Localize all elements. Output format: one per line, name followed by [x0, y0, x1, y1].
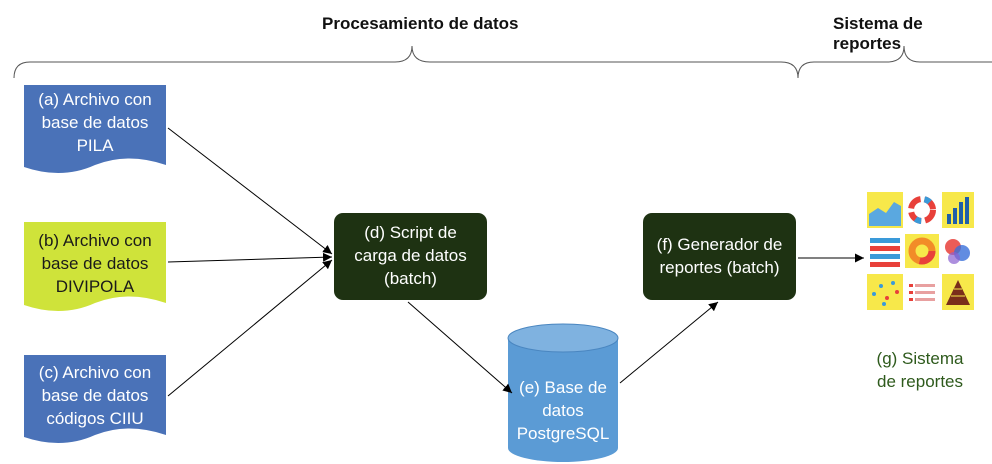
doc-c-shape [24, 355, 166, 444]
arrow-e-to-f [619, 301, 719, 384]
node-g-label: (g) Sistema de reportes [860, 347, 980, 393]
arrow-c-to-d [167, 259, 333, 397]
node-b-line-3: DIVIPOLA [55, 277, 135, 296]
brace-reports [797, 45, 992, 79]
box-f-shape [643, 213, 796, 300]
node-d-line-3: (batch) [384, 269, 437, 288]
header-sistema-reportes: Sistema de reportes [833, 14, 923, 53]
node-a-line-1: (a) Archivo con [38, 90, 152, 109]
node-b-label: (b) Archivo con base de datos DIVIPOLA [24, 229, 166, 298]
node-b-line-1: (b) Archivo con [38, 231, 152, 250]
node-d-line-2: carga de datos [354, 246, 467, 265]
node-f-line-1: (f) Generador de [656, 235, 783, 254]
area-chart-icon [867, 192, 903, 228]
arrow-d-to-e [407, 301, 513, 394]
ring-chart-icon [905, 234, 939, 268]
doc-b-shape [24, 222, 166, 312]
donut-chart-icon [905, 192, 939, 228]
scatter-icon [867, 274, 903, 310]
arrow-b-to-d [167, 252, 333, 263]
brace-processing [13, 45, 799, 79]
bar-chart-icon [942, 192, 974, 228]
node-c-line-1: (c) Archivo con [38, 363, 152, 382]
node-c-line-2: base de datos [41, 386, 149, 405]
node-a-label: (a) Archivo con base de datos PILA [24, 88, 166, 157]
node-g-line-2: de reportes [877, 372, 963, 391]
node-c-label: (c) Archivo con base de datos códigos CI… [24, 361, 166, 430]
arrow-a-to-d [167, 127, 333, 255]
node-e-line-3: PostgreSQL [516, 424, 610, 443]
header-procesamiento: Procesamiento de datos [322, 14, 519, 33]
venn-icon [942, 234, 974, 268]
node-c-line-3: códigos CIIU [46, 409, 144, 428]
doc-a-shape [24, 85, 166, 174]
pyramid-icon [942, 274, 974, 310]
database-cylinder [507, 323, 619, 462]
node-b-line-2: base de datos [41, 254, 149, 273]
list-icon [905, 274, 939, 310]
node-f-line-2: reportes (batch) [659, 258, 780, 277]
reports-icon-grid [867, 192, 974, 310]
node-e-line-1: (e) Base de [519, 378, 607, 397]
node-d-line-1: (d) Script de [364, 223, 457, 242]
node-e-label: (e) Base de datos PostgreSQL [508, 376, 618, 445]
node-g-line-1: (g) Sistema [876, 349, 964, 368]
node-e-line-2: datos [542, 401, 584, 420]
box-d-shape [334, 213, 487, 300]
node-d-label: (d) Script de carga de datos (batch) [334, 221, 487, 290]
node-a-line-3: PILA [76, 136, 114, 155]
stacked-bars-icon [867, 234, 903, 268]
node-f-label: (f) Generador de reportes (batch) [643, 233, 796, 279]
node-a-line-2: base de datos [41, 113, 149, 132]
